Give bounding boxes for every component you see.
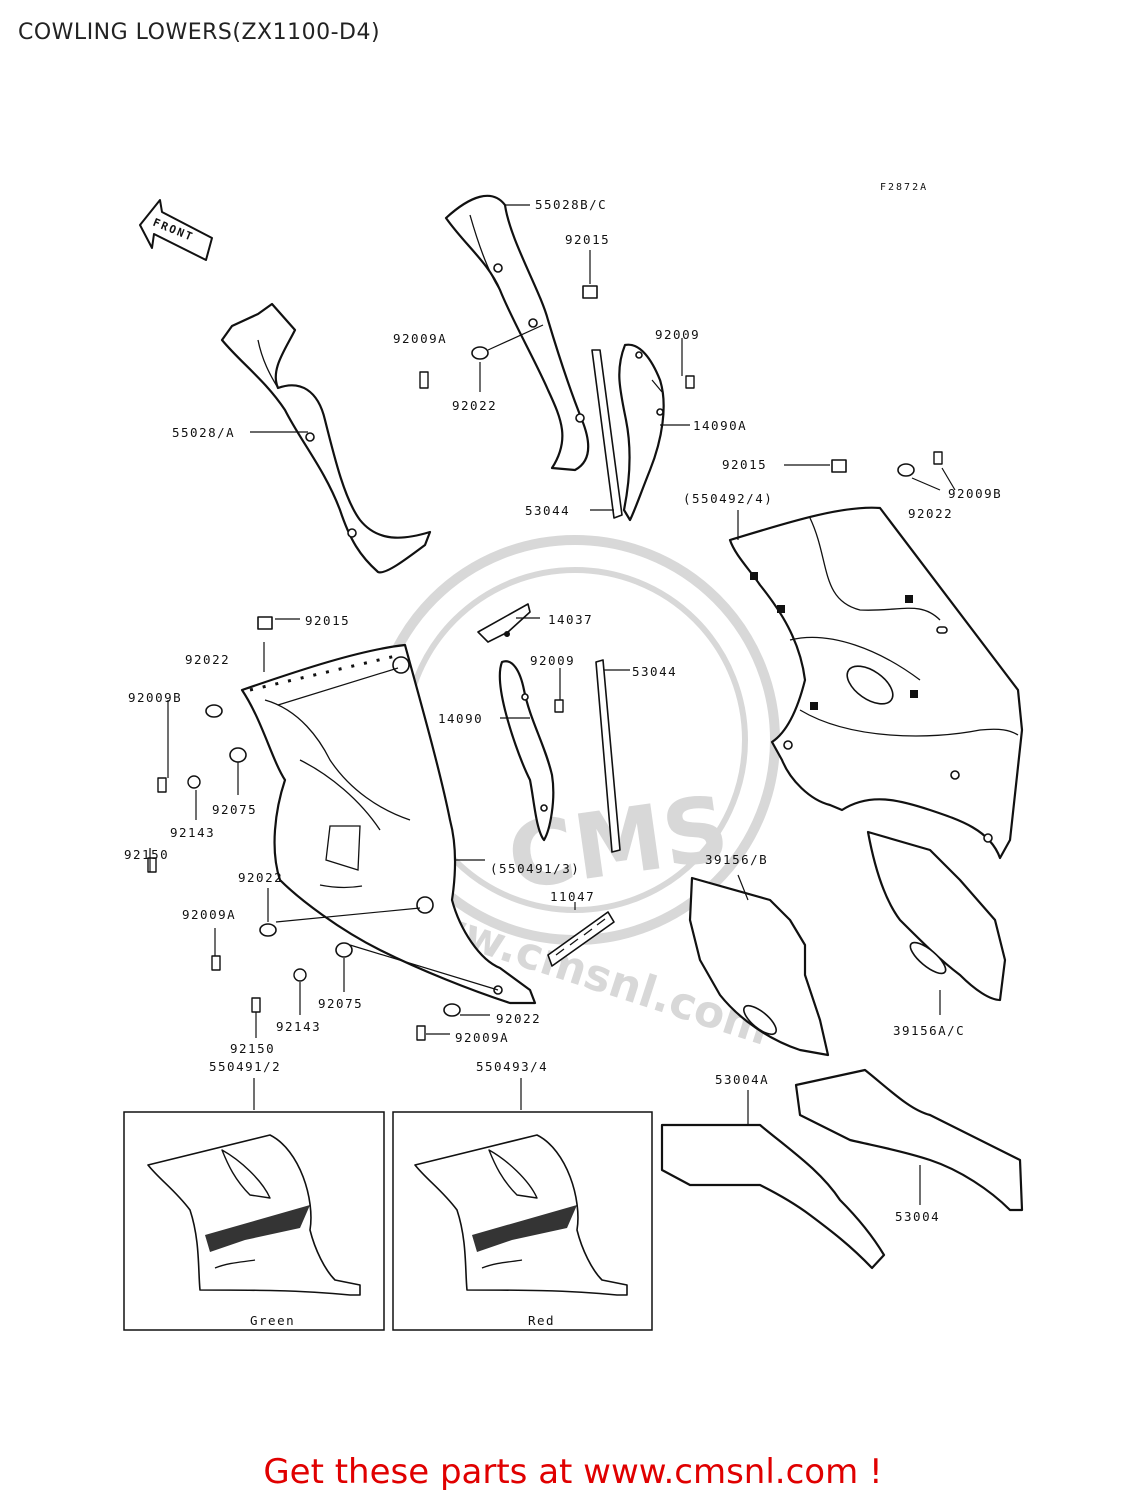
- trim-53044-mid: [595, 659, 621, 853]
- bracket-14090a: [618, 343, 665, 522]
- label-14090a: 14090A: [693, 418, 747, 433]
- variant-box-green: Green: [123, 1111, 385, 1331]
- label-53044-mid: 53044: [632, 664, 677, 679]
- label-92009a-b: 92009A: [455, 1030, 509, 1045]
- label-92075-b: 92075: [318, 996, 363, 1011]
- label-92022-b: 92022: [496, 1011, 541, 1026]
- label-11047: 11047: [550, 889, 595, 904]
- label-92009b-l: 92009B: [128, 690, 182, 705]
- label-14037: 14037: [548, 612, 593, 627]
- label-53044-top: 53044: [525, 503, 570, 518]
- label-55028a: 55028/A: [172, 425, 235, 440]
- panel-39156b: [688, 876, 830, 1057]
- label-92009a-top: 92009A: [393, 331, 447, 346]
- cowling-550491: [240, 643, 537, 1005]
- label-92022-r: 92022: [908, 506, 953, 521]
- leader-lines: [149, 204, 956, 1312]
- label-92009-top: 92009: [655, 327, 700, 342]
- label-55028bc: 55028B/C: [535, 197, 607, 212]
- label-92143-b: 92143: [276, 1019, 321, 1034]
- label-39156b: 39156/B: [705, 852, 768, 867]
- label-92009a-l: 92009A: [182, 907, 236, 922]
- variant-box-red: Red: [392, 1111, 653, 1331]
- trim-53044-top: [591, 349, 623, 519]
- inner-cover-55028bc: [444, 194, 590, 472]
- label-550493-4: 550493/4: [476, 1059, 548, 1074]
- label-92075-a: 92075: [212, 802, 257, 817]
- figure-code: F2872A: [880, 182, 928, 193]
- panel-39156ac: [866, 830, 1007, 1002]
- label-550491-2: 550491/2: [209, 1059, 281, 1074]
- label-92143-a: 92143: [170, 825, 215, 840]
- inner-cover-55028a: [220, 302, 432, 574]
- label-92150-a: 92150: [124, 847, 169, 862]
- label-92015b: 92015: [722, 457, 767, 472]
- variant-caption-green: Green: [250, 1313, 295, 1328]
- bracket-14037: [477, 603, 531, 643]
- label-14090: 14090: [438, 711, 483, 726]
- label-92150-b: 92150: [230, 1041, 275, 1056]
- label-39156ac: 39156A/C: [893, 1023, 965, 1038]
- hardware-set: [147, 285, 943, 1041]
- cowling-550492: [728, 506, 1024, 860]
- label-92015a: 92015: [565, 232, 610, 247]
- label-92015c: 92015: [305, 613, 350, 628]
- strip-11047: [547, 911, 615, 967]
- label-550492: (550492/4): [683, 491, 773, 506]
- insulator-53004: [794, 1068, 1024, 1212]
- label-53004a: 53004A: [715, 1072, 769, 1087]
- label-92022-m: 92022: [238, 870, 283, 885]
- label-92009b-r: 92009B: [948, 486, 1002, 501]
- label-550491-3: (550491/3): [490, 861, 580, 876]
- variant-caption-red: Red: [528, 1313, 555, 1328]
- label-92009-mid: 92009: [530, 653, 575, 668]
- label-92022-top: 92022: [452, 398, 497, 413]
- bracket-14090: [498, 660, 555, 842]
- footer-cta[interactable]: Get these parts at www.cmsnl.com !: [263, 1452, 883, 1492]
- part-labels: 55028B/C 92015 92009A 92009 92022 14090A…: [124, 197, 1002, 1224]
- page-title: COWLING LOWERS(ZX1100-D4): [18, 20, 381, 45]
- label-53004: 53004: [895, 1209, 940, 1224]
- front-arrow-icon: FRONT: [139, 199, 213, 261]
- label-92022-l: 92022: [185, 652, 230, 667]
- insulator-53004a: [660, 1123, 886, 1270]
